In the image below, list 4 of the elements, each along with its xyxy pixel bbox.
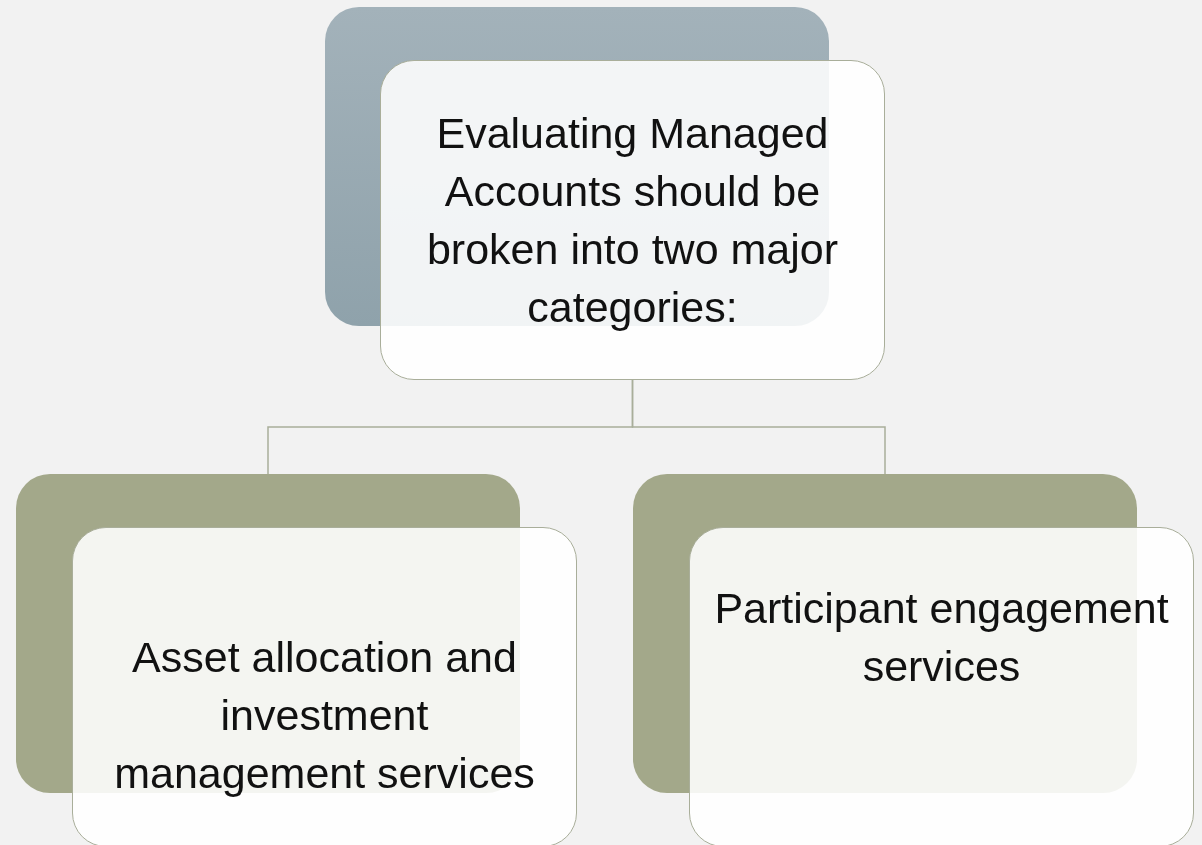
box-text: Asset allocation and investment management services xyxy=(113,632,536,799)
connector-line xyxy=(631,379,886,475)
box-text: Evaluating Managed Accounts should be broken into two major categories: xyxy=(425,108,840,333)
box-text: Participant engagement services xyxy=(713,583,1170,692)
